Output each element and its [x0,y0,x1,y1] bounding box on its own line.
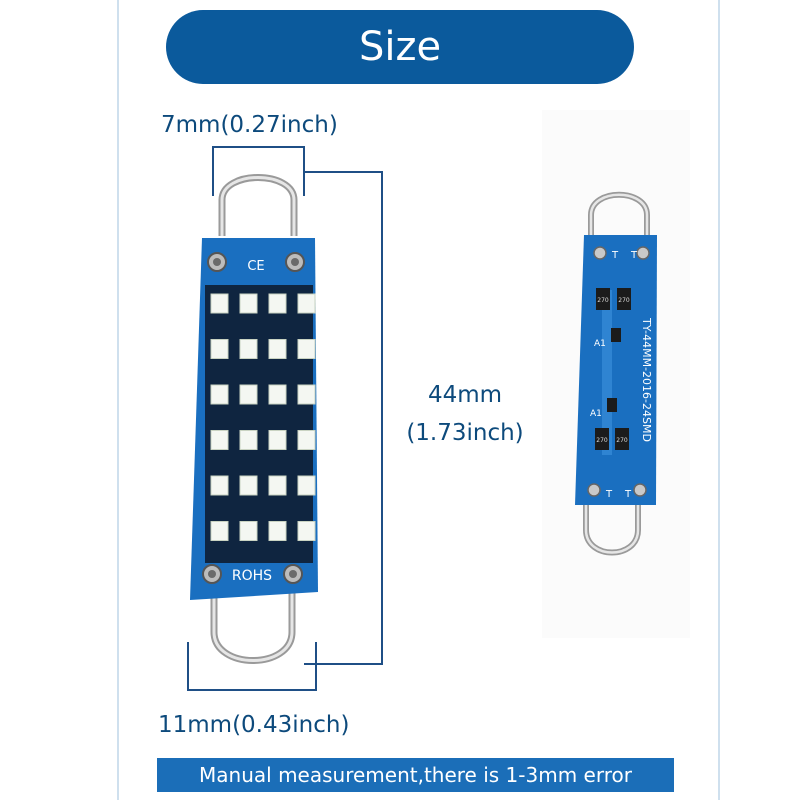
corner-mark-3: T [605,489,613,500]
resistor-label-4: 270 [616,437,628,444]
width-bottom-label: 11mm(0.43inch) [158,712,350,738]
resistor-label-2: 270 [618,297,630,304]
resistor-1 [596,288,610,310]
led-chip [268,521,287,541]
led-chip [268,475,287,496]
center-trace [602,290,612,455]
page-title: Size [358,24,442,70]
length-mm-label: 44mm [427,382,503,408]
led-chip [297,475,316,496]
led-chip [297,430,316,450]
resistor-4 [615,428,629,450]
board-marking: TY-44MM-2016-24SMD [640,317,653,442]
led-chip [239,430,258,450]
led-chip [268,293,287,314]
resistor-3 [595,428,609,450]
title-banner: Size [166,10,634,84]
led-chip [210,430,229,450]
corner-mark-4: T [624,489,632,500]
led-chip [297,384,316,405]
led-chip [297,339,316,359]
right-frame-line [718,0,720,800]
resistor-label-3: 270 [596,437,608,444]
corner-mark-1: T [611,250,619,261]
led-chip [210,339,229,359]
corner-mark-2: T [630,250,638,261]
length-label: 44mm (1.73inch) [385,376,545,452]
component-label-1: A1 [594,339,606,349]
led-array-area [205,285,313,563]
length-bracket [304,171,383,665]
led-chip [239,475,258,496]
rohs-mark: ROHS [232,568,272,584]
led-chip [210,475,229,496]
component-2 [607,398,617,412]
led-chip [239,339,258,359]
resistor-2 [617,288,631,310]
led-chip [268,430,287,450]
width-top-label: 7mm(0.27inch) [161,112,338,138]
left-frame-line [117,0,119,800]
led-grid [210,293,316,541]
component-label-2: A1 [590,409,602,419]
ce-mark: CE [247,259,264,274]
led-chip [210,521,229,541]
footer-note: Manual measurement,there is 1-3mm error [199,763,632,787]
component-1 [611,328,621,342]
led-chip [268,384,287,405]
led-chip [210,293,229,314]
led-chip [297,293,316,314]
length-inch-label: (1.73inch) [406,420,524,446]
led-chip [297,521,316,541]
led-chip [210,384,229,405]
footer-banner: Manual measurement,there is 1-3mm error [157,758,674,792]
led-chip [239,521,258,541]
led-chip [239,384,258,405]
led-chip [268,339,287,359]
resistor-label-1: 270 [597,297,609,304]
back-bottom-wire-loop [583,498,641,556]
width-bottom-bracket [187,642,317,691]
led-chip [239,293,258,314]
